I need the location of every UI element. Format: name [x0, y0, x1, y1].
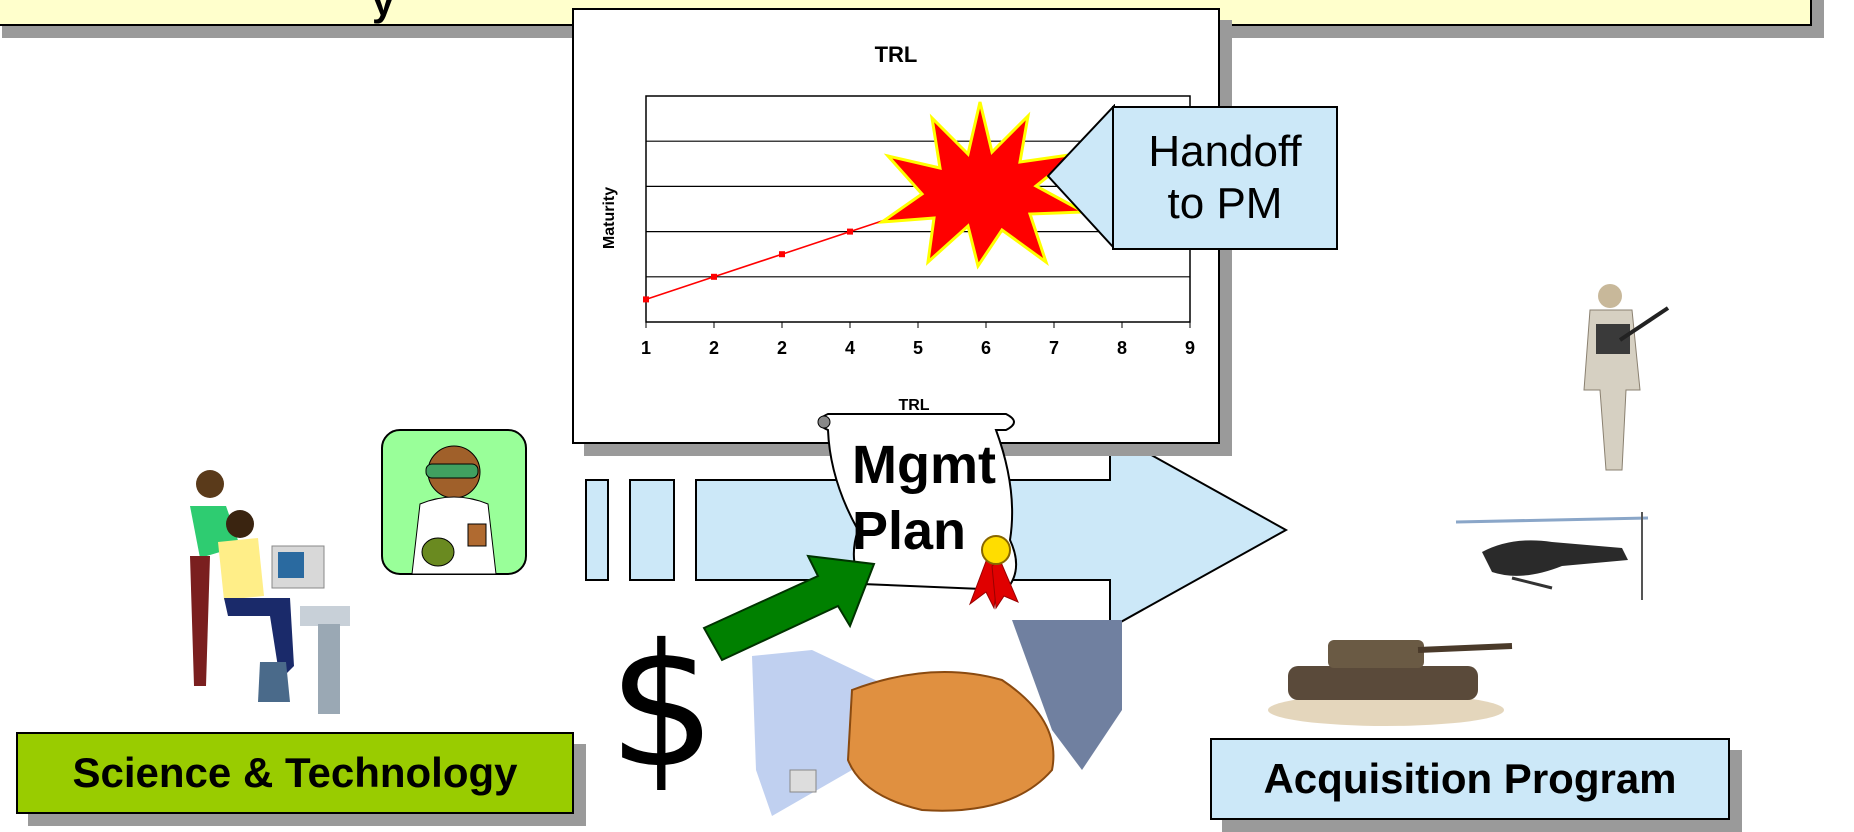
x-tick-label: 8: [1117, 338, 1127, 358]
data-point: [643, 296, 649, 303]
starburst-icon: [876, 101, 1090, 270]
chart-title: TRL: [875, 42, 918, 67]
arrow-tail-block-1: [585, 479, 609, 581]
science-technology-box: Science & Technology: [16, 732, 574, 814]
handoff-line-2: to PM: [1167, 179, 1283, 228]
green-arrow-icon: [702, 554, 876, 662]
callout-pointer: [1046, 104, 1115, 250]
x-tick-label: 7: [1049, 338, 1059, 358]
x-tick-label: 5: [913, 338, 923, 358]
x-tick-label: 1: [641, 338, 651, 358]
acquisition-program-box: Acquisition Program: [1210, 738, 1730, 820]
soldier-photo-icon: [1583, 284, 1670, 471]
chart-xlabel: TRL: [898, 397, 929, 414]
x-tick-label: 2: [709, 338, 719, 358]
office-workers-clipart-icon: [190, 470, 350, 714]
handoff-line-1: Handoff: [1148, 127, 1302, 176]
mgmt-line-1: Mgmt: [852, 435, 996, 495]
ribbon-seal-icon: [968, 535, 1019, 610]
handoff-callout: Handoff to PM: [1112, 106, 1338, 250]
x-tick-label: 4: [845, 338, 855, 358]
tank-photo-icon: [1268, 640, 1513, 726]
data-point: [711, 273, 717, 280]
x-tick-label: 2: [777, 338, 787, 358]
helicopter-photo-icon: [1455, 512, 1649, 600]
mgmt-line-2: Plan: [852, 501, 967, 561]
arrow-tail-block-2: [629, 479, 675, 581]
data-point: [847, 228, 853, 235]
data-point: [779, 251, 785, 258]
scientist-clipart-icon: [381, 429, 527, 575]
mgmt-plan-label: Mgmt Plan: [852, 432, 996, 564]
x-tick-label: 9: [1185, 338, 1195, 358]
title-text: y: [372, 0, 396, 24]
x-tick-label: 6: [981, 338, 991, 358]
dollar-symbol: $: [608, 608, 717, 806]
chart-ylabel: Maturity: [601, 187, 618, 249]
handshake-icon: [752, 620, 1122, 816]
